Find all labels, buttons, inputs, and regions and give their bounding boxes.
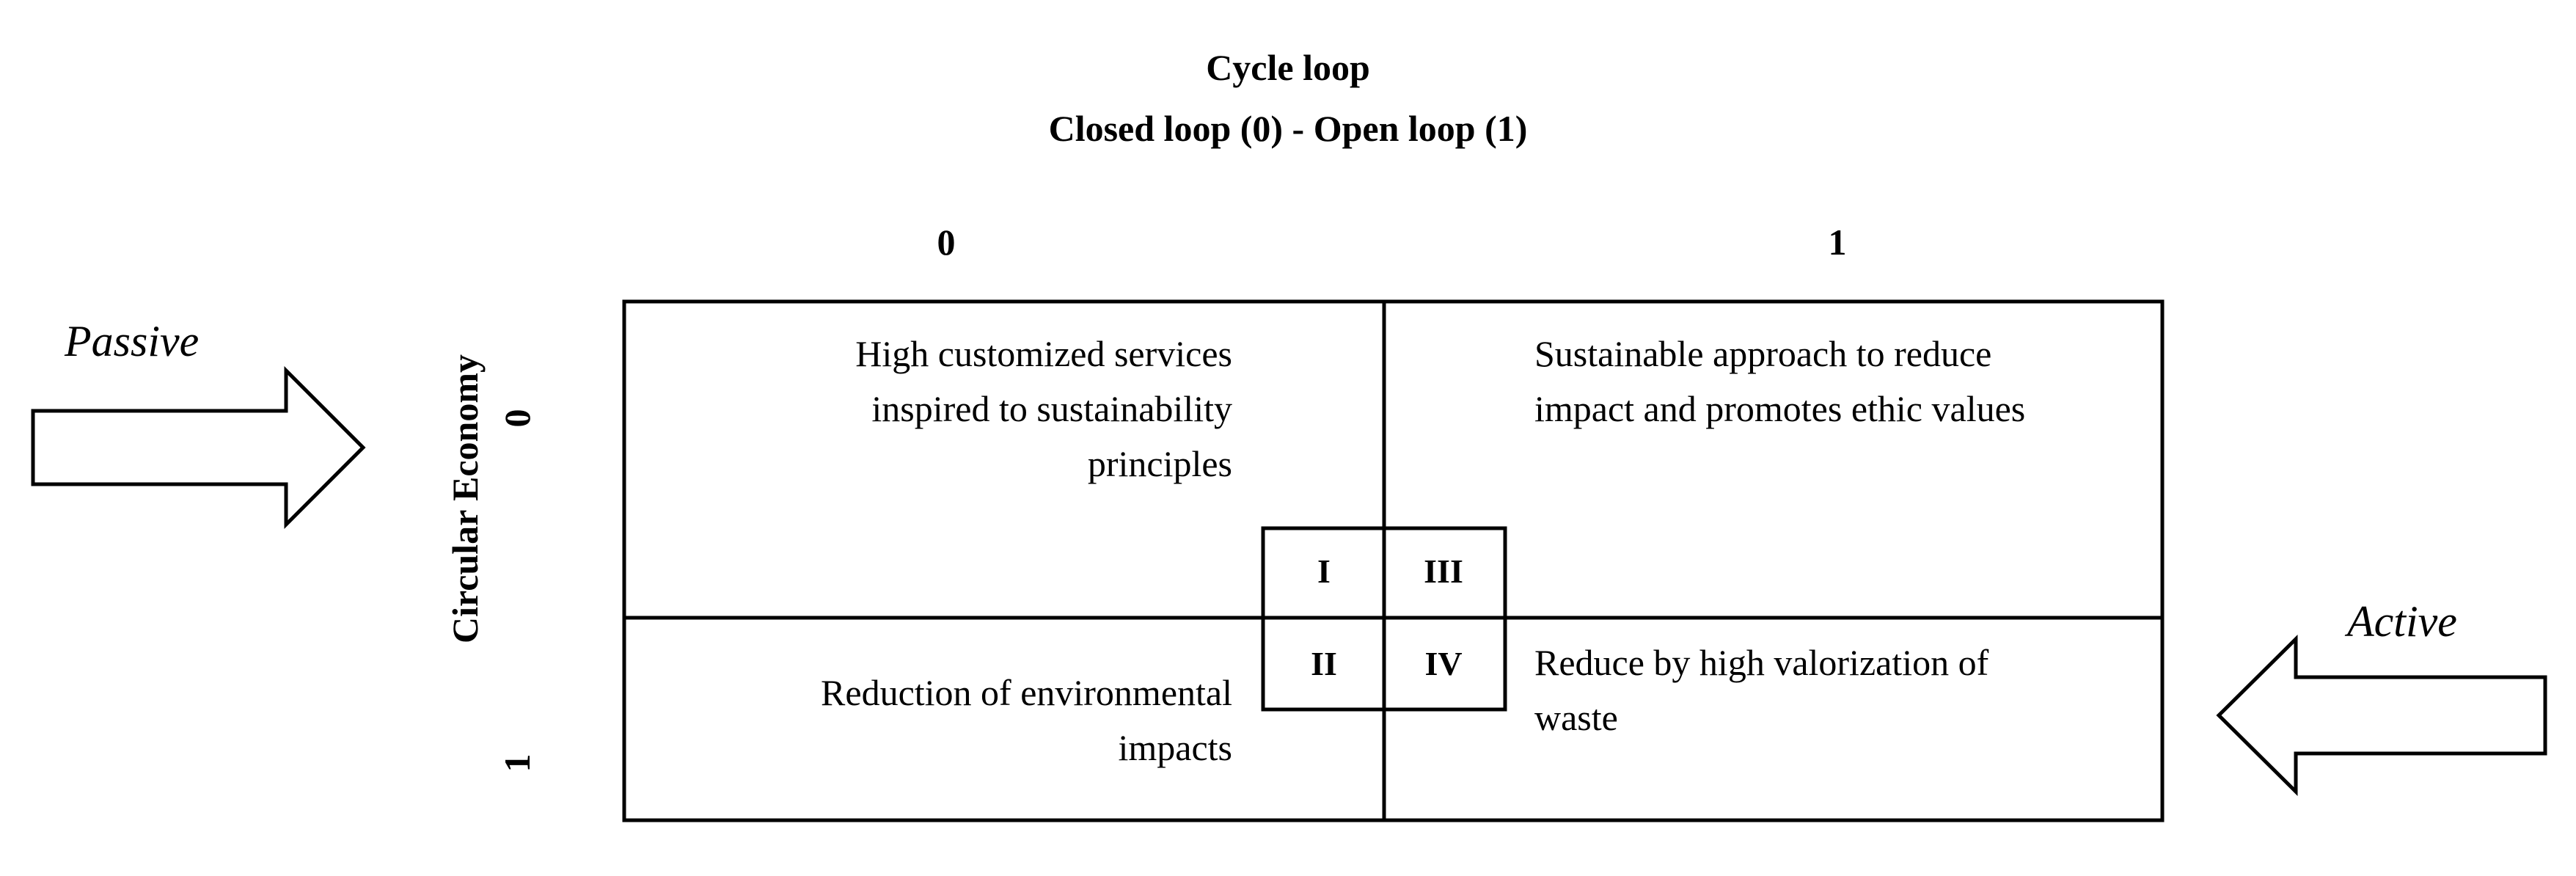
cell-top-right-line2: impact and promotes ethic values bbox=[1534, 388, 2026, 429]
diagram-title-line1: Cycle loop bbox=[1206, 47, 1370, 88]
quadrant-box bbox=[1261, 526, 1507, 712]
cell-top-right-line1: Sustainable approach to reduce bbox=[1534, 333, 1992, 374]
passive-label: Passive bbox=[65, 317, 200, 365]
cell-top-right: Sustainable approach to reduce impact an… bbox=[1534, 326, 2136, 437]
quadrant-label-IV: IV bbox=[1424, 645, 1463, 682]
column-header-0: 0 bbox=[937, 222, 956, 263]
cell-top-left-line3: principles bbox=[1087, 443, 1232, 484]
quadrant-label-I: I bbox=[1317, 552, 1331, 590]
quadrant-label-II: II bbox=[1311, 645, 1337, 682]
matrix-box bbox=[622, 299, 2165, 822]
diagram-title-line2: Closed loop (0) - Open loop (1) bbox=[1048, 108, 1528, 149]
cell-top-left-line2: inspired to sustainability bbox=[871, 388, 1232, 429]
cell-bottom-right: Reduce by high valorization of waste bbox=[1534, 635, 2136, 745]
column-header-1: 1 bbox=[1828, 222, 1847, 263]
cell-top-left-line1: High customized services bbox=[855, 333, 1232, 374]
active-label: Active bbox=[2347, 597, 2457, 646]
cell-bottom-right-line2: waste bbox=[1534, 697, 1618, 738]
cell-bottom-left-line2: impacts bbox=[1118, 727, 1232, 768]
passive-arrow-icon bbox=[31, 365, 366, 530]
cell-bottom-left-line1: Reduction of environmental bbox=[821, 672, 1232, 713]
cell-top-left: High customized services inspired to sus… bbox=[704, 326, 1232, 492]
cell-bottom-right-line1: Reduce by high valorization of bbox=[1534, 642, 1989, 683]
quadrant-label-III: III bbox=[1424, 552, 1463, 590]
cell-bottom-left: Reduction of environmental impacts bbox=[704, 665, 1232, 775]
active-arrow-icon bbox=[2216, 635, 2547, 796]
